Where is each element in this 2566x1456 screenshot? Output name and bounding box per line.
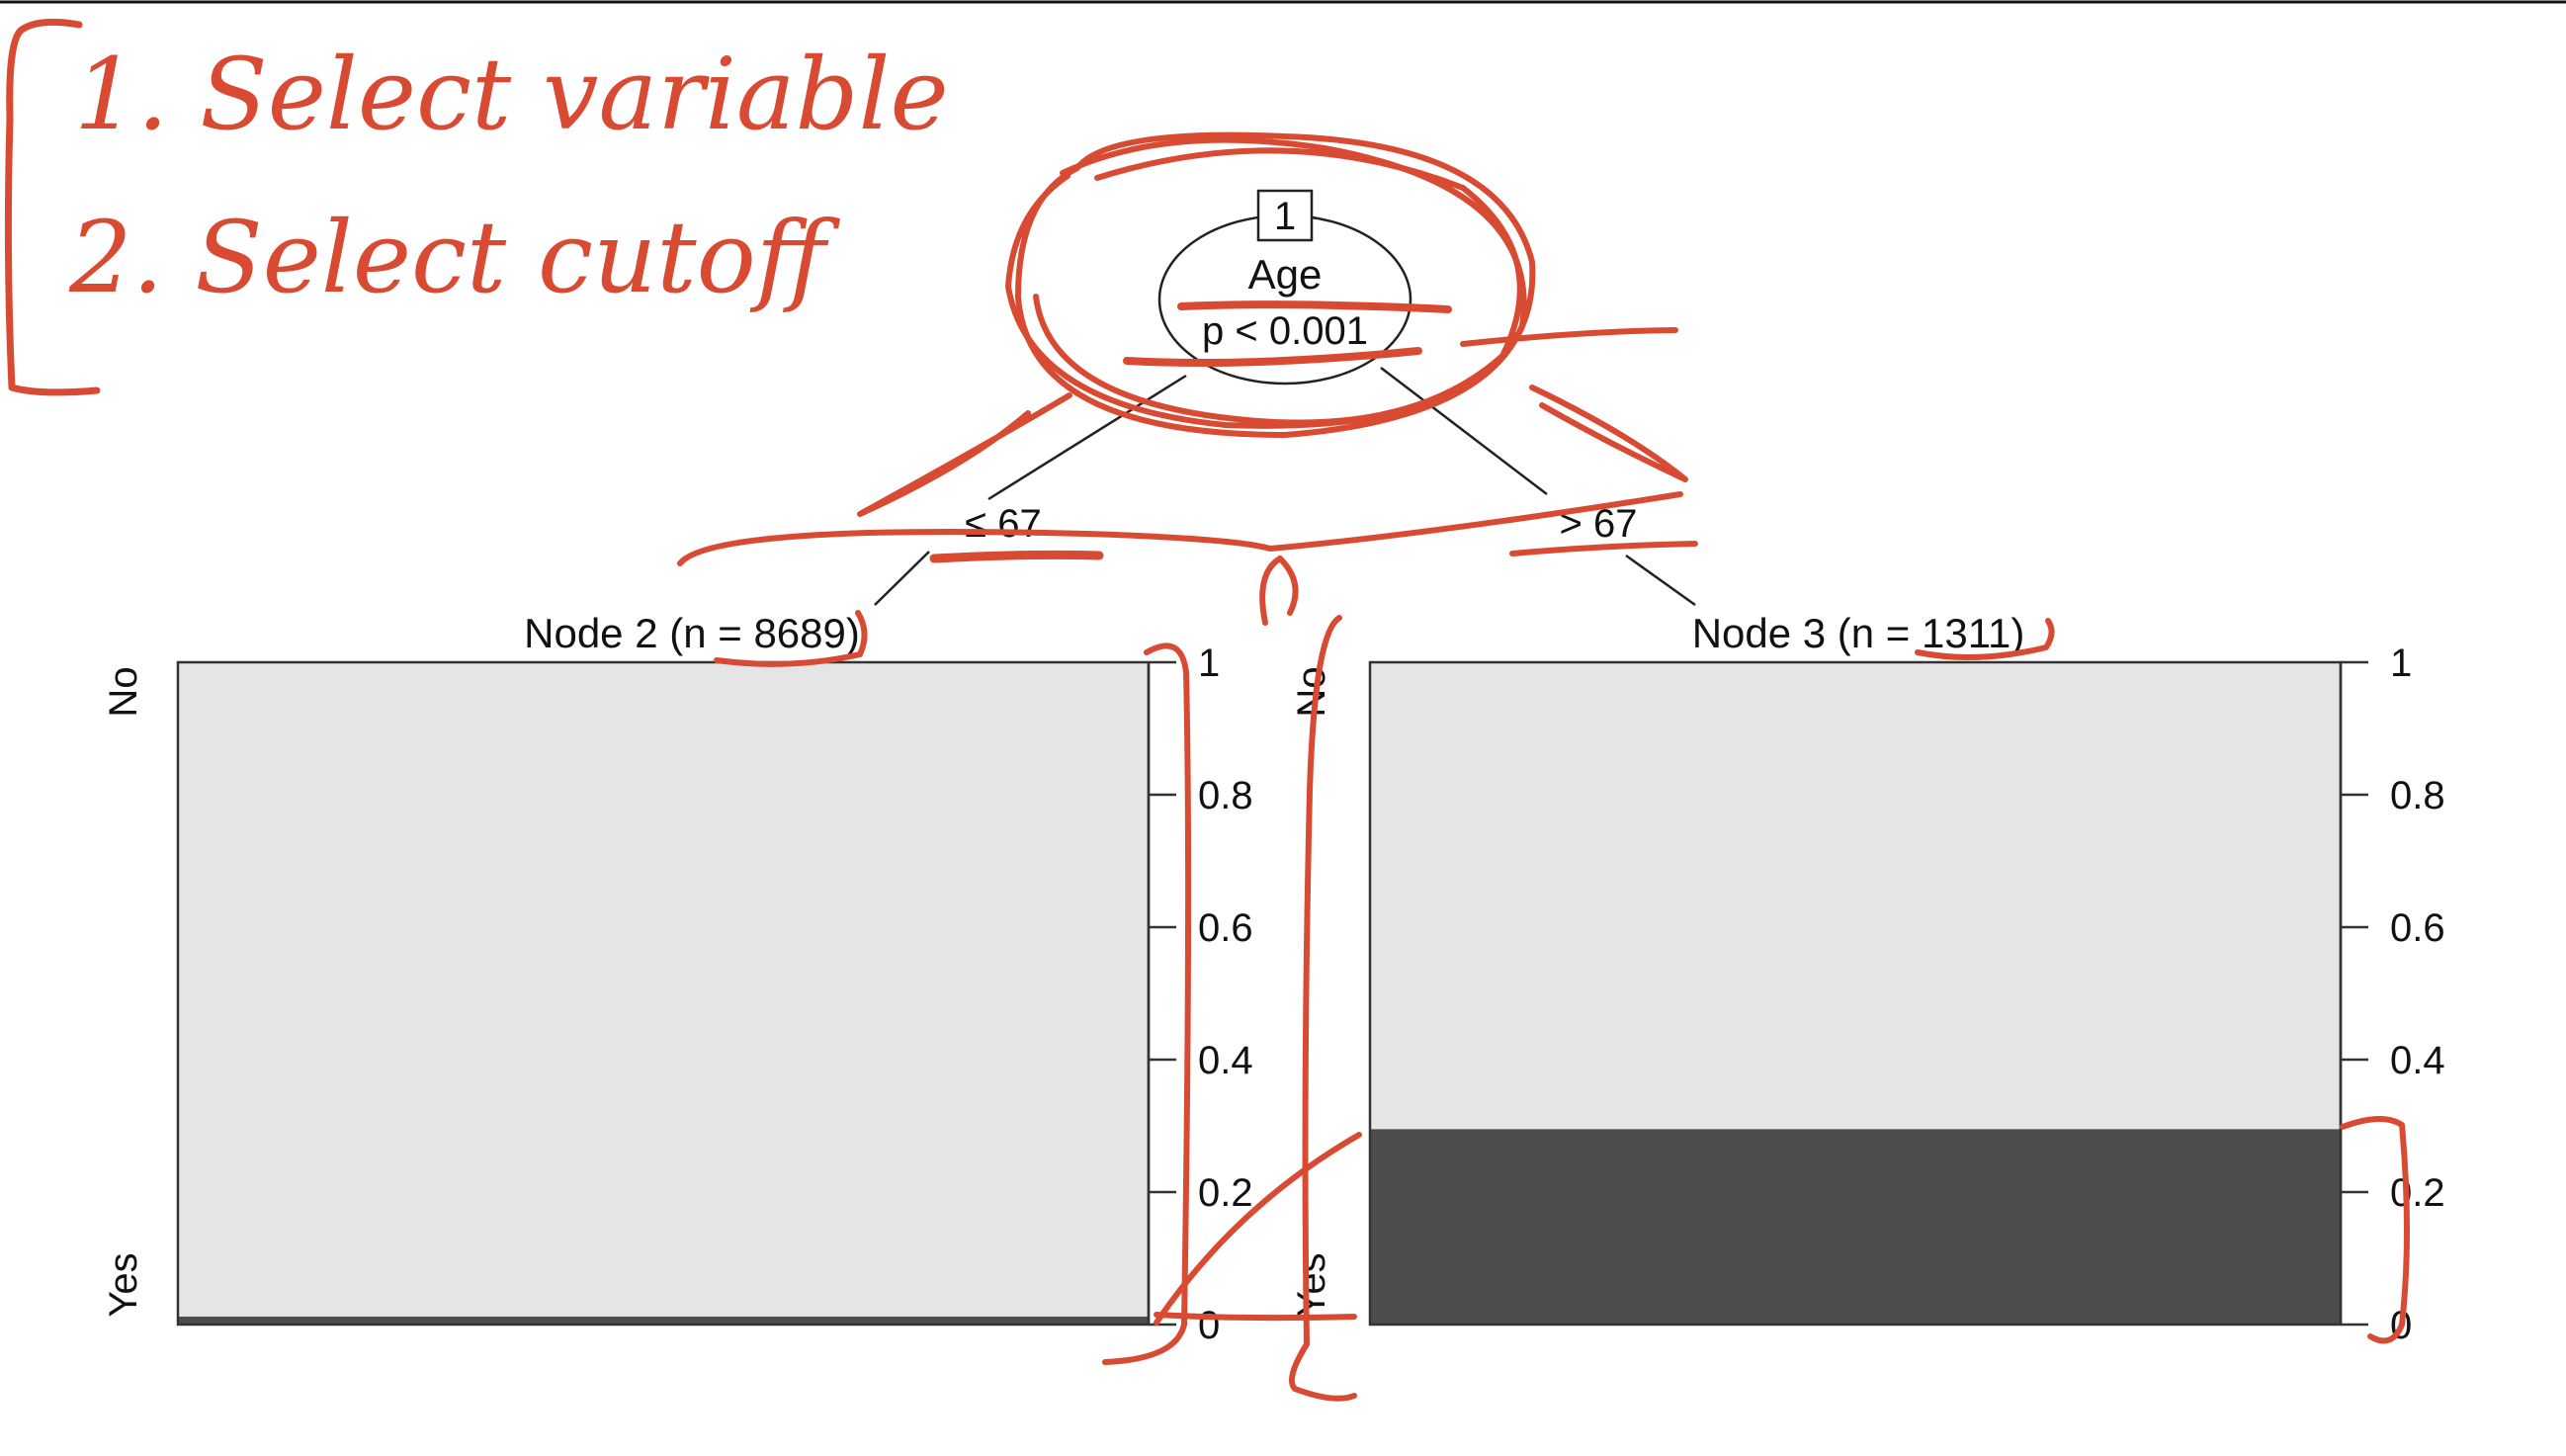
ink-center-loop xyxy=(1259,556,1299,626)
tree-edges: ≤ 67 > 67 xyxy=(874,367,1696,607)
node-3-axis-tick-label: 0.2 xyxy=(2390,1171,2445,1215)
node-3-axis-tick-label: 0.4 xyxy=(2390,1039,2445,1082)
ink-split-underline xyxy=(677,491,1683,566)
root-node-id: 1 xyxy=(1274,195,1296,238)
ink-node-2-axis-bracket xyxy=(1102,642,1192,1365)
root-node-variable: Age xyxy=(1248,251,1323,298)
ink-middle-bracket xyxy=(1289,615,1357,1402)
node-3-title: Node 3 (n = 1311) xyxy=(1692,610,2025,656)
ink-strike-p-value-bottom xyxy=(1123,347,1422,368)
node-2-axis-ticks: 1 0.8 0.6 0.4 0.2 0 xyxy=(1149,642,1253,1347)
node-2-title: Node 2 (n = 8689) xyxy=(524,610,860,656)
node-2-yes-label: Yes xyxy=(102,1252,145,1317)
ink-right-cutoff-underline xyxy=(1509,541,1698,557)
root-node-id-box xyxy=(1256,189,1314,242)
terminal-node-3: Node 3 (n = 1311) No Yes 10.80.60.40.20 xyxy=(1290,610,2445,1347)
edge-right-lower xyxy=(1625,554,1696,607)
terminal-node-2: Node 2 (n = 8689) No Yes 1 0.8 0.6 0.4 0.2 0 xyxy=(102,610,1253,1347)
ink-left-cutoff-underline xyxy=(929,550,1104,563)
ink-zero-underline xyxy=(1154,1312,1357,1322)
node-2-axis-tick-label: 1 xyxy=(1198,642,1220,685)
ink-left-bracket xyxy=(4,18,101,396)
ink-circle-root-3 xyxy=(1033,147,1523,426)
root-node-p-value: p < 0.001 xyxy=(1202,309,1368,353)
ink-strike-p-value-top xyxy=(1177,300,1452,313)
ink-edge-right-mark xyxy=(1529,385,1688,482)
edge-right-upper xyxy=(1380,367,1548,495)
node-2-no-label: No xyxy=(102,666,145,717)
ink-arrow-right-of-root xyxy=(1460,327,1678,347)
node-3-axis-ticks: 10.80.60.40.20 xyxy=(2341,642,2445,1347)
edge-left-lower xyxy=(874,551,930,606)
edge-left-label: ≤ 67 xyxy=(965,502,1042,546)
node-2-axis-tick-label: 0.4 xyxy=(1198,1039,1253,1082)
node-2-no-bar xyxy=(178,662,1149,1325)
ink-note-line-1: 1. Select variable xyxy=(74,37,949,152)
handwritten-annotations: 1. Select variable 2. Select cutoff xyxy=(4,18,2410,1402)
ink-circle-root-2 xyxy=(1005,136,1527,429)
node-3-axis-tick-label: 1 xyxy=(2390,642,2412,685)
node-2-axis-tick-label: 0.6 xyxy=(1198,906,1253,950)
ink-node-3-yes-bracket xyxy=(2340,1115,2410,1344)
node-2-axis-tick-label: 0.2 xyxy=(1198,1171,1253,1215)
node-3-yes-bar xyxy=(1370,1129,2341,1325)
node-2-yes-bar xyxy=(178,1316,1149,1325)
ink-note-line-2: 2. Select cutoff xyxy=(68,200,841,315)
ink-node-3-n-underline xyxy=(1915,618,2055,660)
node-2-axis-tick-label: 0 xyxy=(1198,1304,1220,1347)
ink-node-2-n-underline xyxy=(714,610,868,667)
node-2-axis-tick-label: 0.8 xyxy=(1198,774,1253,817)
node-3-axis-tick-label: 0.6 xyxy=(2390,906,2445,950)
edge-left-upper xyxy=(987,374,1187,501)
node-3-axis-tick-label: 0.8 xyxy=(2390,774,2445,817)
ink-diagonal-link xyxy=(1154,1132,1362,1326)
ink-edge-left-mark xyxy=(857,392,1072,517)
node-3-yes-label: Yes xyxy=(1290,1252,1333,1317)
root-node: 1 Age p < 0.001 xyxy=(1157,189,1412,385)
